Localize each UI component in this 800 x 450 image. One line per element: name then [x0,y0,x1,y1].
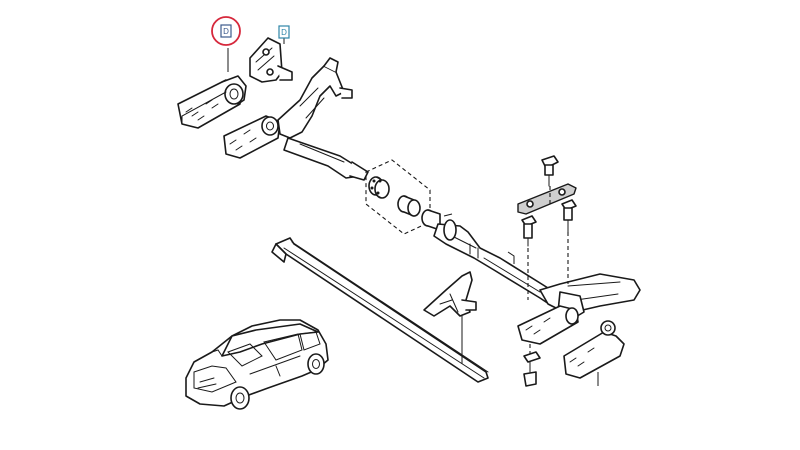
bushing-kit[interactable] [365,159,453,235]
tie-rod-shaft[interactable] [283,137,369,181]
callout-left-group[interactable]: D [211,16,241,46]
right-lever-arm[interactable] [563,320,625,386]
lower-nut [523,344,541,387]
callout-right-group[interactable]: D [278,25,290,39]
right-pedal-assembly[interactable] [517,273,641,345]
bushing-middle [397,195,421,217]
retaining-plate [517,183,577,215]
callout-highlight-ring [211,16,241,46]
callout-right-label: D [281,28,287,37]
bushing-right [421,209,441,231]
long-support-bar[interactable] [271,237,489,383]
middle-bolt [561,199,577,233]
callout-left-box [220,24,232,38]
callout-right-box [278,25,290,39]
upright-bracket[interactable] [423,271,477,364]
upper-bracket-plate[interactable] [249,37,293,83]
fasteners[interactable] [517,155,577,387]
bearing-left [368,176,390,199]
left-bolt [521,215,537,247]
main-pedal-bracket[interactable] [223,57,353,159]
top-bolt [541,155,559,187]
callout-left-label: D [223,27,229,36]
left-mounting-bracket[interactable] [177,48,247,129]
vehicle-illustration [185,319,329,410]
